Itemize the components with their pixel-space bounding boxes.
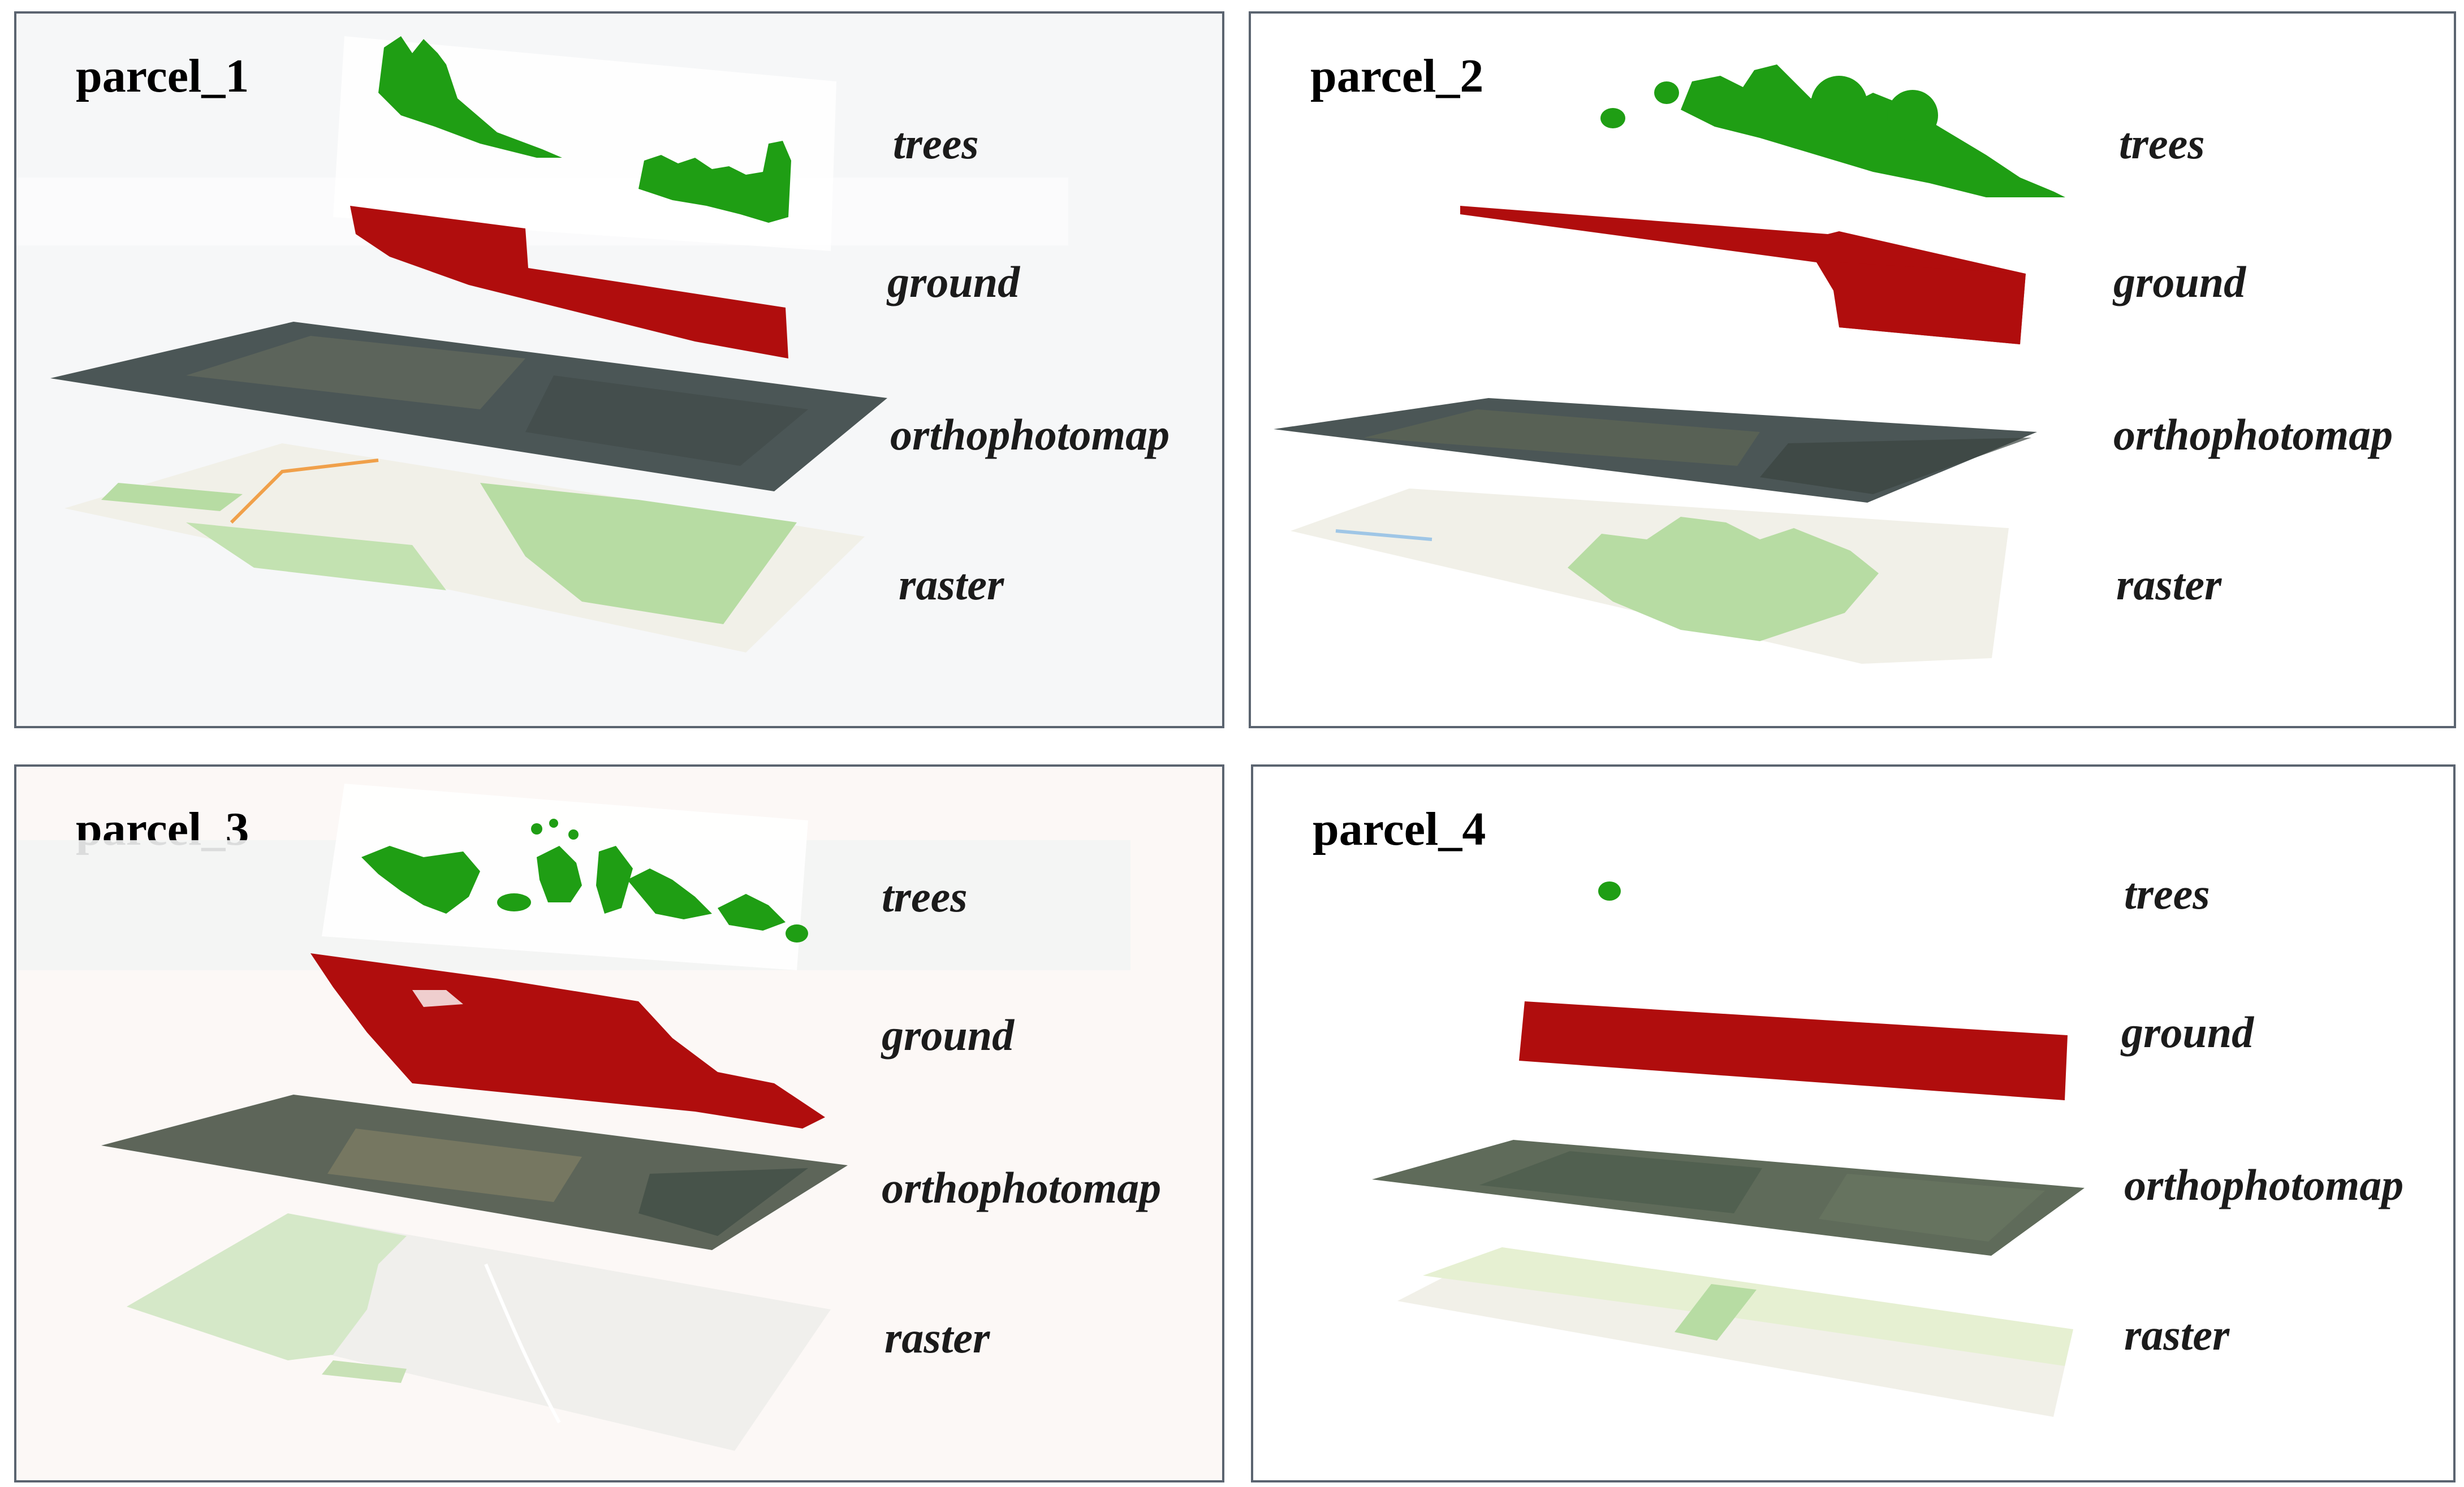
panel-parcel-1: parcel_1 trees ground orthophotomap rast…	[14, 11, 1224, 728]
label-ground: ground	[2113, 257, 2246, 306]
trees-layer	[378, 36, 791, 223]
label-raster: raster	[899, 560, 1004, 609]
layer-stack-illustration	[16, 36, 1068, 652]
label-raster: raster	[884, 1313, 990, 1362]
panel-title: parcel_4	[1313, 803, 1486, 855]
layer-stack-illustration	[1274, 64, 2065, 664]
trees-layer	[1598, 881, 1621, 901]
label-ground: ground	[887, 257, 1020, 306]
ground-layer	[1519, 1001, 2068, 1100]
label-orthophotomap: orthophotomap	[890, 410, 1170, 459]
panel-parcel-3: parcel_3 trees ground orthophotomap rast	[14, 764, 1224, 1482]
label-trees: trees	[2119, 119, 2205, 168]
layer-stack-illustration	[1372, 881, 2085, 1417]
label-orthophotomap: orthophotomap	[2124, 1160, 2404, 1209]
label-raster: raster	[2116, 560, 2222, 609]
label-ground: ground	[2121, 1008, 2254, 1057]
label-trees: trees	[882, 872, 968, 921]
ground-layer	[310, 953, 825, 1129]
label-trees: trees	[2124, 869, 2210, 918]
label-trees: trees	[893, 119, 979, 168]
trees-layer	[361, 819, 808, 943]
trees-layer	[1600, 64, 2065, 197]
label-ground: ground	[882, 1010, 1015, 1060]
label-raster: raster	[2124, 1310, 2230, 1359]
panel-title: parcel_1	[76, 50, 249, 102]
panel-title: parcel_2	[1310, 50, 1484, 102]
panel-parcel-4: parcel_4 trees ground orthophotomap rast…	[1251, 764, 2456, 1482]
ground-layer	[350, 206, 788, 358]
label-orthophotomap: orthophotomap	[882, 1163, 1162, 1212]
panel-parcel-2: parcel_2 trees ground orthophotomap rast…	[1249, 11, 2456, 728]
layer-stack-illustration	[16, 784, 1130, 1451]
label-orthophotomap: orthophotomap	[2113, 410, 2393, 459]
